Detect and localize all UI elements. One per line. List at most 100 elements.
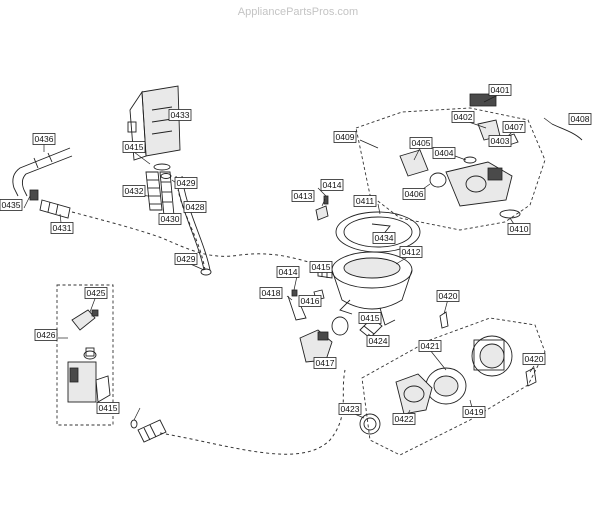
part-number-label: 0419 — [465, 407, 484, 417]
part-number-label: 0415 — [125, 142, 144, 152]
circulation-pump-motor — [471, 335, 513, 377]
part-number-label: 0428 — [186, 202, 205, 212]
sensor-cover — [469, 93, 497, 107]
part-number-label: 0429 — [177, 254, 196, 264]
part-label-box — [320, 179, 344, 191]
part-number-label: 0420 — [439, 291, 458, 301]
part-number-label: 0425 — [87, 288, 106, 298]
leader-lines — [23, 93, 553, 423]
part-number-label: 0403 — [491, 136, 510, 146]
part-number-label: 0433 — [171, 110, 190, 120]
part-number-label: 0422 — [395, 414, 414, 424]
part-label-box — [418, 340, 442, 352]
part-label-box — [358, 312, 382, 324]
part-label-box — [174, 177, 198, 189]
part-label-box — [502, 121, 526, 133]
part-label-box — [432, 147, 456, 159]
part-number-labels: 0401040204030404040504060407040804090410… — [0, 84, 592, 425]
pump-seal-inner — [363, 417, 377, 431]
upper-drain-hose — [177, 189, 206, 271]
drain-hose-main — [159, 369, 346, 455]
part-label-box — [96, 402, 120, 414]
pump-seal — [359, 413, 381, 435]
part-label-box — [462, 406, 486, 418]
pump-impeller-housing — [395, 373, 433, 415]
part-label-box — [568, 113, 592, 125]
part-number-label: 0421 — [421, 341, 440, 351]
part-label-box — [399, 246, 423, 258]
part-number-label: 0401 — [491, 85, 510, 95]
fill-hose-connector — [39, 199, 71, 219]
part-label-box — [0, 199, 23, 211]
part-label-box — [372, 232, 396, 244]
wiring-harness — [551, 123, 583, 141]
part-label-box — [309, 261, 333, 273]
part-number-label: 0426 — [37, 330, 56, 340]
part-label-box — [338, 403, 362, 415]
sump-gasket-ring — [331, 316, 349, 336]
part-label-box — [353, 195, 377, 207]
part-number-label: 0411 — [356, 196, 375, 206]
part-number-label: 0409 — [336, 132, 355, 142]
part-number-label: 0413 — [294, 191, 313, 201]
part-label-box — [333, 131, 357, 143]
part-number-label: 0402 — [454, 112, 473, 122]
sensor-seal-ring — [429, 172, 447, 188]
part-label-box — [276, 266, 300, 278]
hose-clamp-lower — [200, 268, 212, 276]
part-label-box — [50, 222, 74, 234]
part-label-box — [402, 188, 426, 200]
part-label-box — [392, 413, 416, 425]
part-number-label: 0405 — [412, 138, 431, 148]
pump-bracket-right — [525, 367, 537, 387]
corrugated-hose-left — [145, 171, 163, 211]
water-softener-reservoir — [127, 85, 181, 161]
part-label-box — [183, 201, 207, 213]
part-label-box — [409, 137, 433, 149]
pump-bracket-top — [439, 311, 449, 329]
bracket-screw — [291, 289, 298, 297]
drain-hose-coupling — [130, 419, 167, 443]
supply-hose-main — [71, 211, 331, 269]
part-label-box — [34, 329, 58, 341]
drain-pump — [425, 367, 467, 405]
part-number-label: 0412 — [402, 247, 421, 257]
part-number-label: 0416 — [301, 296, 320, 306]
part-label-box — [451, 111, 475, 123]
part-number-label: 0423 — [341, 404, 360, 414]
part-label-box — [313, 357, 337, 369]
part-label-box — [507, 223, 531, 235]
part-label-box — [291, 190, 315, 202]
sump-cover — [335, 211, 421, 253]
sensor-clip — [315, 195, 329, 221]
part-number-label: 0435 — [2, 200, 21, 210]
part-label-box — [174, 253, 198, 265]
part-label-box — [522, 353, 546, 365]
heater-pump-module — [299, 329, 333, 363]
sump-housing — [331, 251, 413, 326]
group-outline-aquastop-valve — [56, 284, 114, 426]
group-outline-sensor-assembly — [355, 107, 546, 231]
part-number-label: 0415 — [361, 313, 380, 323]
part-number-label: 0408 — [571, 114, 590, 124]
part-number-label: 0429 — [177, 178, 196, 188]
valve-solenoid — [71, 309, 99, 331]
part-label-box — [122, 141, 146, 153]
hose-clip — [29, 189, 39, 201]
part-label-box — [84, 287, 108, 299]
part-label-box — [168, 109, 192, 121]
hose-clamp-upper — [160, 173, 172, 179]
part-number-label: 0415 — [99, 403, 118, 413]
part-number-label: 0414 — [323, 180, 342, 190]
part-label-box — [488, 84, 512, 96]
part-number-label: 0406 — [405, 189, 424, 199]
part-label-box — [32, 133, 56, 145]
part-label-box — [436, 290, 460, 302]
aquastop-valve — [67, 347, 111, 403]
part-label-box — [158, 213, 182, 225]
watermark: AppliancePartsPros.com — [238, 6, 358, 18]
part-label-box — [366, 335, 390, 347]
diverter-valve — [445, 161, 513, 207]
part-label-box — [259, 287, 283, 299]
